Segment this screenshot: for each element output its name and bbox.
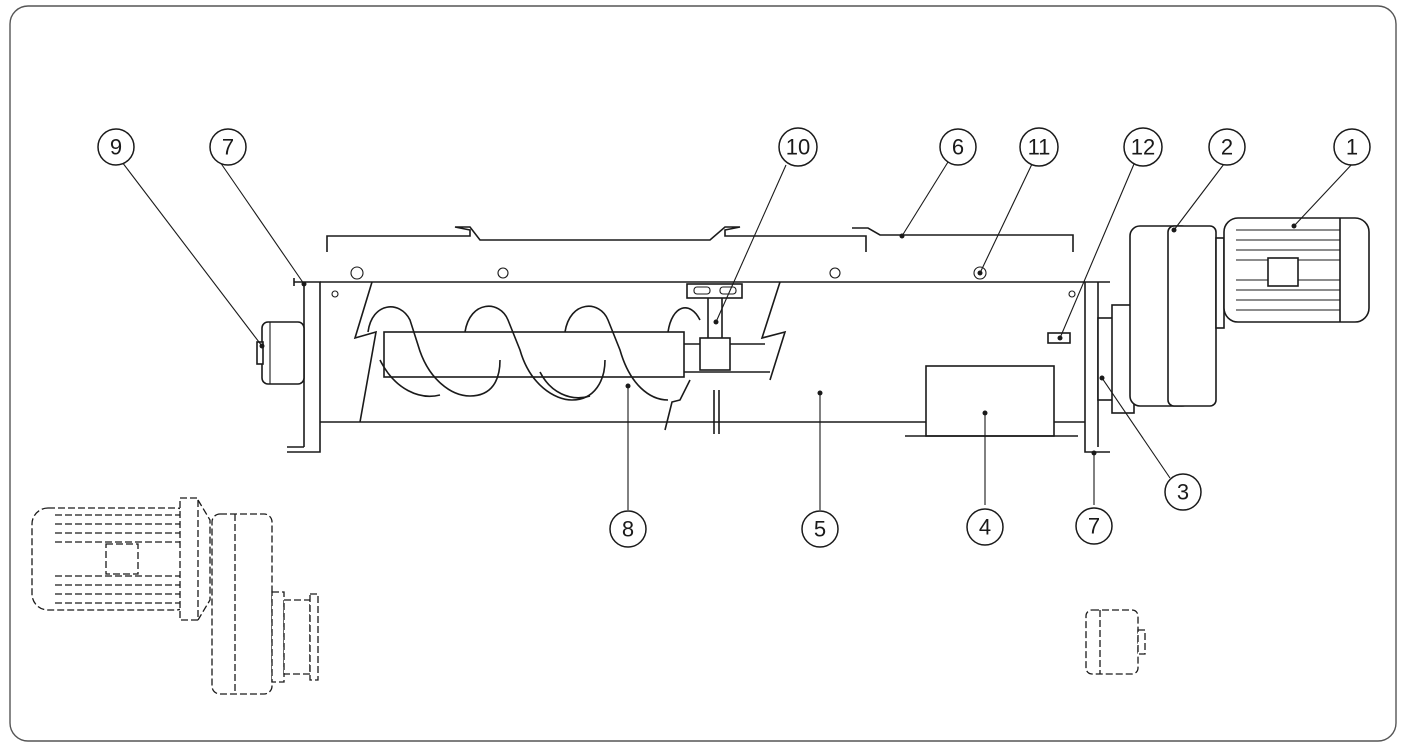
drawing-border bbox=[9, 5, 1397, 742]
callout-1: 1 bbox=[1333, 128, 1371, 166]
callout-8-label: 8 bbox=[622, 517, 634, 542]
callout-6: 6 bbox=[939, 128, 977, 166]
callout-1-label: 1 bbox=[1346, 135, 1358, 160]
callout-11-label: 11 bbox=[1028, 135, 1051, 160]
callout-9-label: 9 bbox=[110, 135, 122, 160]
hanger-bearing bbox=[686, 283, 743, 434]
callout-7-top-label: 7 bbox=[222, 135, 234, 160]
callout-5-label: 5 bbox=[814, 517, 826, 542]
callout-12: 12 bbox=[1123, 127, 1163, 167]
callout-2: 2 bbox=[1208, 128, 1246, 166]
outlet bbox=[905, 365, 1078, 437]
callout-7-bottom: 7 bbox=[1075, 507, 1113, 545]
callout-2-label: 2 bbox=[1221, 135, 1233, 160]
callout-7-bottom-label: 7 bbox=[1088, 514, 1100, 539]
callout-3: 3 bbox=[1164, 473, 1202, 511]
callout-10-label: 10 bbox=[786, 135, 810, 160]
alternate-drive-dashed bbox=[31, 497, 319, 695]
callout-7-top: 7 bbox=[209, 128, 247, 166]
top-cover bbox=[326, 226, 1074, 252]
screw-flight bbox=[353, 281, 787, 431]
callout-12-label: 12 bbox=[1131, 135, 1155, 160]
callout-4-label: 4 bbox=[979, 515, 991, 540]
alternate-bearing-dashed bbox=[1085, 609, 1146, 675]
drive-unit bbox=[1097, 217, 1370, 414]
callout-8: 8 bbox=[609, 510, 647, 548]
callout-3-label: 3 bbox=[1177, 480, 1189, 505]
callout-6-label: 6 bbox=[952, 135, 964, 160]
callout-9: 9 bbox=[97, 128, 135, 166]
left-bearing bbox=[256, 321, 305, 385]
callout-10: 10 bbox=[778, 127, 818, 167]
callout-4: 4 bbox=[966, 508, 1004, 546]
leader-lines bbox=[121, 161, 1355, 510]
callout-11: 11 bbox=[1019, 127, 1059, 167]
callout-5: 5 bbox=[801, 510, 839, 548]
